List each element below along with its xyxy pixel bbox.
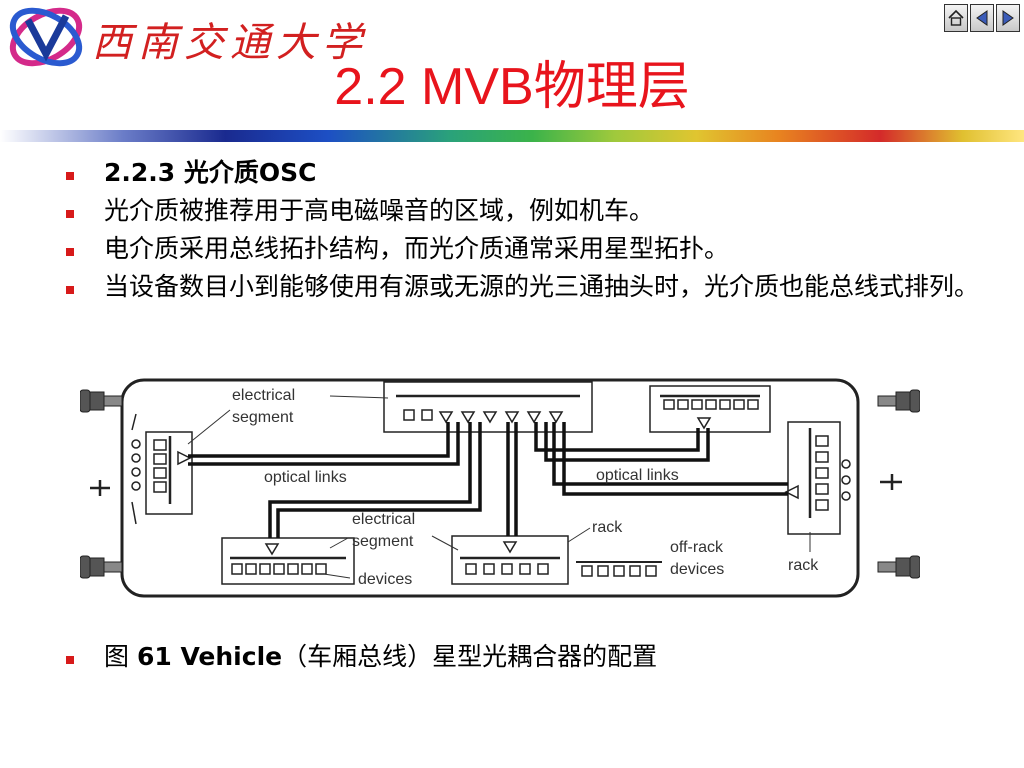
bullet-list: 2.2.3 光介质OSC 光介质被推荐用于高电磁噪音的区域，例如机车。 电介质采…: [60, 156, 980, 308]
next-icon: [1002, 10, 1014, 26]
previous-slide-button[interactable]: [970, 4, 994, 32]
upper-right-rack: [649, 385, 771, 433]
lower-left-rack: [221, 537, 355, 585]
left-device-module: [131, 413, 193, 525]
caption-prefix: 图: [104, 642, 137, 671]
university-logo: [9, 7, 83, 67]
label-optical-links: optical links: [596, 467, 679, 484]
label-electrical-segment: segment: [232, 409, 294, 426]
label-off-rack-devices: off-rack: [670, 539, 724, 556]
caption-figure-number: 61 Vehicle: [136, 642, 283, 671]
plus-connector: [90, 480, 110, 496]
school-name: 西南交通大学: [92, 20, 368, 66]
vehicle-connector: [80, 389, 920, 579]
slide-navigation: [944, 4, 1022, 32]
label-optical-links: optical links: [264, 469, 347, 486]
title-divider: [0, 130, 1024, 142]
right-device-module: [784, 421, 851, 535]
bullet-item: 2.2.3 光介质OSC: [60, 156, 980, 189]
plus-connector: [880, 474, 902, 490]
label-rack: rack: [592, 519, 623, 536]
leader-lines: [187, 395, 811, 579]
label-electrical-segment: segment: [352, 533, 414, 550]
label-electrical-segment: electrical: [232, 387, 295, 404]
label-rack: rack: [788, 557, 819, 574]
lower-center-rack: [451, 535, 569, 585]
figure-caption: 图 61 Vehicle（车厢总线）星型光耦合器的配置: [60, 640, 980, 678]
label-devices: devices: [358, 571, 412, 588]
label-electrical-segment: electrical: [352, 511, 415, 528]
vehicle-bus-diagram: electrical segment optical links optical…: [80, 378, 920, 598]
slide-title: 2.2 MVB物理层: [334, 58, 690, 116]
prev-icon: [976, 10, 988, 26]
label-off-rack-devices: devices: [670, 561, 724, 578]
star-coupler: [383, 381, 593, 433]
off-rack-devices: [576, 561, 662, 577]
next-slide-button[interactable]: [996, 4, 1020, 32]
caption-text: （车厢总线）星型光耦合器的配置: [282, 642, 658, 671]
home-button[interactable]: [944, 4, 968, 32]
section-heading-suffix: OSC: [258, 158, 317, 187]
bullet-item: 图 61 Vehicle（车厢总线）星型光耦合器的配置: [60, 640, 980, 673]
bullet-item: 电介质采用总线拓扑结构，而光介质通常采用星型拓扑。: [60, 232, 980, 265]
home-icon: [948, 9, 964, 26]
section-heading: 光介质: [175, 158, 259, 187]
optical-links: [188, 422, 788, 538]
bullet-item: 光介质被推荐用于高电磁噪音的区域，例如机车。: [60, 194, 980, 227]
bullet-item: 当设备数目小到能够使用有源或无源的光三通抽头时，光介质也能总线式排列。: [60, 270, 980, 303]
section-number: 2.2.3: [104, 158, 176, 187]
vehicle-outline: [120, 378, 860, 598]
